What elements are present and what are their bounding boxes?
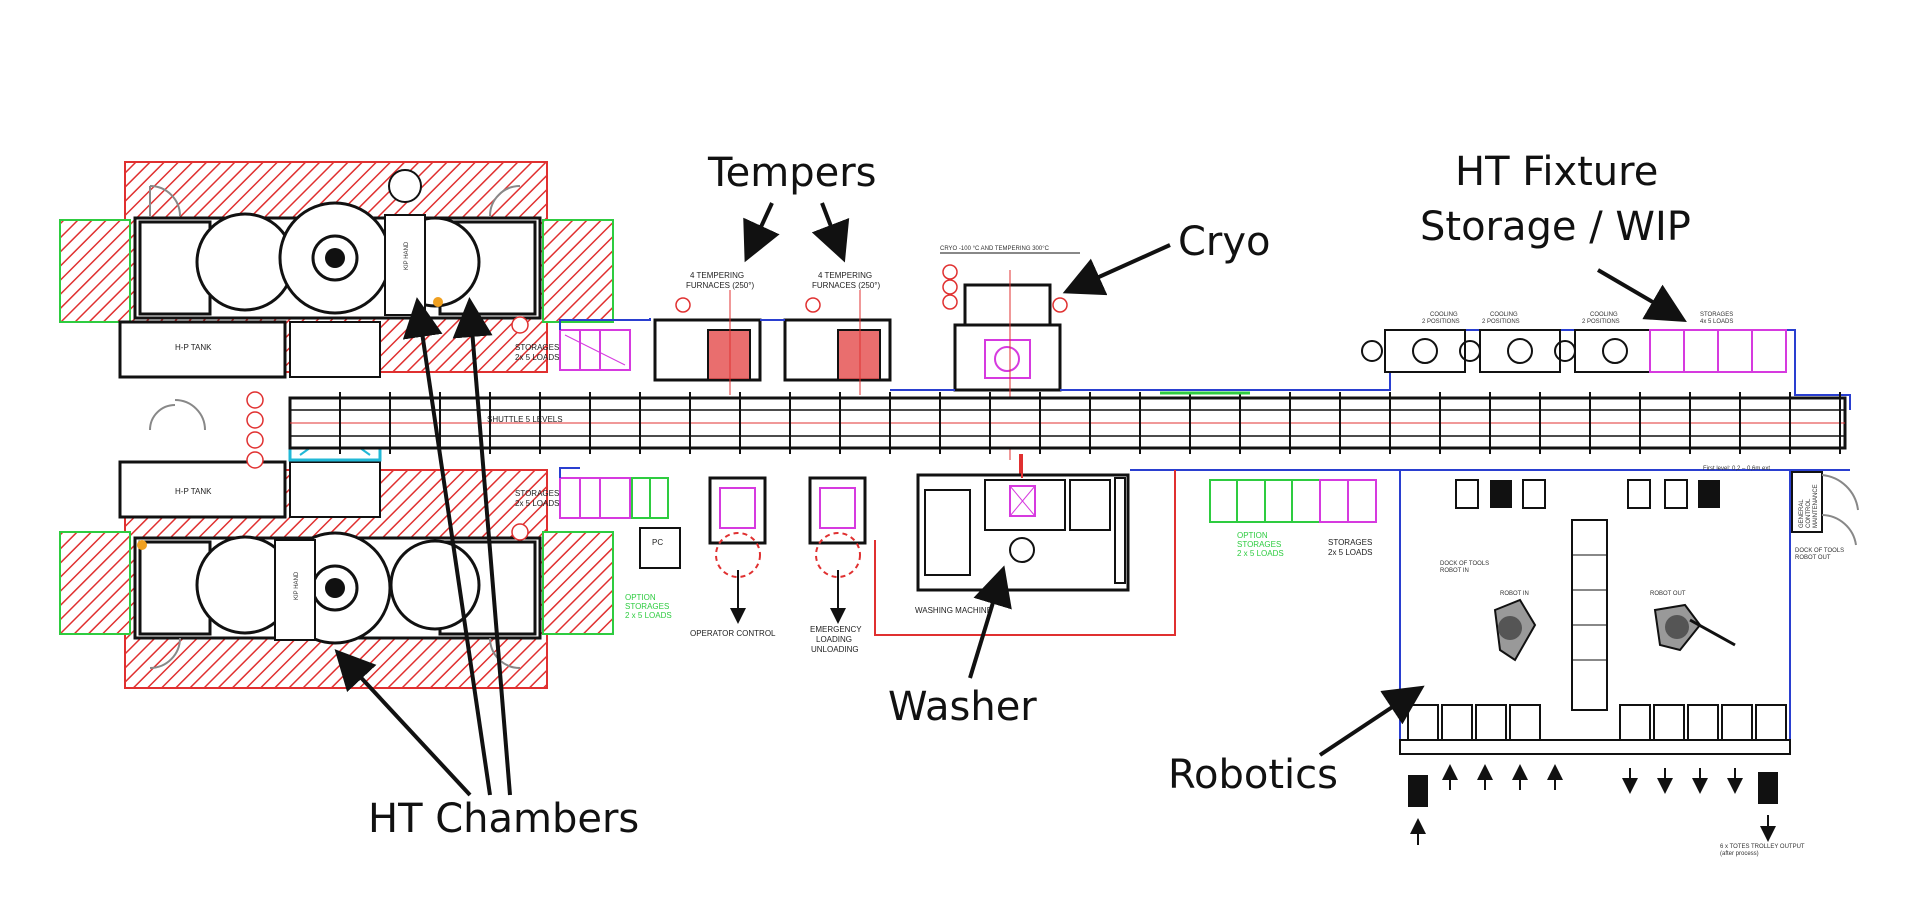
option-left-line2: STORAGES xyxy=(625,602,669,611)
storages-top-line2: 2x 5 LOADS xyxy=(515,353,559,362)
washing-machine-label: WASHING MACHINE xyxy=(915,606,992,615)
hp-tank-label-top: H-P TANK xyxy=(175,343,212,352)
robot-out-label: ROBOT OUT xyxy=(1650,591,1686,597)
tempering-furnaces: 4 TEMPERING FURNACES (250°) 4 TEMPERING … xyxy=(653,271,892,395)
dock-left-line1: DOCK OF TOOLS xyxy=(1440,561,1489,567)
callout-ht-fixture-line2: Storage / WIP xyxy=(1420,204,1691,250)
lower-middle-area: OPTION STORAGES 2 x 5 LOADS PC OPERATOR … xyxy=(625,454,1377,654)
option-left-line1: OPTION xyxy=(625,593,656,602)
emergency-line2: LOADING xyxy=(816,635,852,644)
cooling-3-line1: COOLING xyxy=(1590,312,1618,318)
pc-label: PC xyxy=(652,538,663,547)
callout-ht-chambers: HT Chambers xyxy=(368,796,639,842)
cooling-1-line1: COOLING xyxy=(1430,312,1458,318)
first-level-label: First level: 0,2 – 0,6m ext xyxy=(1703,466,1770,472)
storages-top-line1: STORAGES xyxy=(515,343,559,352)
shuttle-rail: SHUTTLE 5 LEVELS xyxy=(288,391,1847,478)
storages-bottom-line2: 2x 5 LOADS xyxy=(515,499,559,508)
shuttle-posts xyxy=(339,392,1841,454)
operator-control-label: OPERATOR CONTROL xyxy=(690,629,776,638)
option-mid-line1: OPTION xyxy=(1237,531,1268,540)
cooling-2-line2: 2 POSITIONS xyxy=(1482,319,1520,325)
dock-right-line2: ROBOT OUT xyxy=(1795,555,1831,561)
cryo-unit: CRYO -100 °C AND TEMPERING 300°C xyxy=(940,246,1080,460)
robot-in-label: ROBOT IN xyxy=(1500,591,1529,597)
general-line2: CONTROL xyxy=(1806,498,1812,528)
trolley-line2: (after process) xyxy=(1720,851,1759,857)
temper-2-line2: FURNACES (250°) xyxy=(812,281,880,290)
dock-left-line2: ROBOT IN xyxy=(1440,568,1469,574)
temper-2-line1: 4 TEMPERING xyxy=(818,271,872,280)
general-line1: GENERAL xyxy=(1799,499,1805,528)
temper-1-line2: FURNACES (250°) xyxy=(686,281,754,290)
storages-mid-line1: STORAGES xyxy=(1328,538,1372,547)
cooling-2-line1: COOLING xyxy=(1490,312,1518,318)
cooling-3-line2: 2 POSITIONS xyxy=(1582,319,1620,325)
cryo-header-label: CRYO -100 °C AND TEMPERING 300°C xyxy=(940,246,1050,252)
green-zone-bl xyxy=(59,531,131,635)
cooling-1-line2: 2 POSITIONS xyxy=(1422,319,1460,325)
hp-tank-label-bottom: H-P TANK xyxy=(175,487,212,496)
input-arrows xyxy=(1410,764,1776,845)
emergency-line1: EMERGENCY xyxy=(810,625,862,634)
callout-cryo: Cryo xyxy=(1178,219,1271,265)
option-left-line3: 2 x 5 LOADS xyxy=(625,611,672,620)
kip-hand-label-bottom: KIP HAND xyxy=(294,571,300,600)
option-mid-line3: 2 x 5 LOADS xyxy=(1237,549,1284,558)
green-zone-br xyxy=(542,531,614,635)
callout-washer: Washer xyxy=(888,684,1037,730)
green-zone-tr xyxy=(542,219,614,323)
callout-robotics: Robotics xyxy=(1168,752,1338,798)
callout-ht-fixture-line1: HT Fixture xyxy=(1455,149,1658,195)
dock-right-line1: DOCK OF TOOLS xyxy=(1795,548,1844,554)
callout-tempers: Tempers xyxy=(707,150,877,196)
emergency-line3: UNLOADING xyxy=(811,645,859,654)
kip-hand-label-top: KIP HAND xyxy=(404,241,410,270)
storages-bottom-line1: STORAGES xyxy=(515,489,559,498)
option-mid-line2: STORAGES xyxy=(1237,540,1281,549)
storages-left: STORAGES 2x 5 LOADS STORAGES 2x 5 LOADS xyxy=(515,329,669,519)
callouts: Tempers Cryo HT Fixture Storage / WIP Wa… xyxy=(334,149,1691,842)
shuttle-label: SHUTTLE 5 LEVELS xyxy=(487,415,563,424)
storages-mid-line2: 2x 5 LOADS xyxy=(1328,548,1372,557)
storages-right-line2: 4x 5 LOADS xyxy=(1700,319,1733,325)
storages-right-line1: STORAGES xyxy=(1700,312,1733,318)
robotics-cell: ROBOT IN ROBOT OUT DOCK OF TOOLS ROBOT I… xyxy=(1399,466,1859,857)
cooling-storage-area: COOLING 2 POSITIONS COOLING 2 POSITIONS … xyxy=(1361,312,1787,373)
trolley-line1: 6 x TOTES TROLLEY OUTPUT xyxy=(1720,844,1805,850)
temper-1-line1: 4 TEMPERING xyxy=(690,271,744,280)
green-zone-tl xyxy=(59,219,131,323)
general-line3: MAINTENANCE xyxy=(1813,484,1819,528)
